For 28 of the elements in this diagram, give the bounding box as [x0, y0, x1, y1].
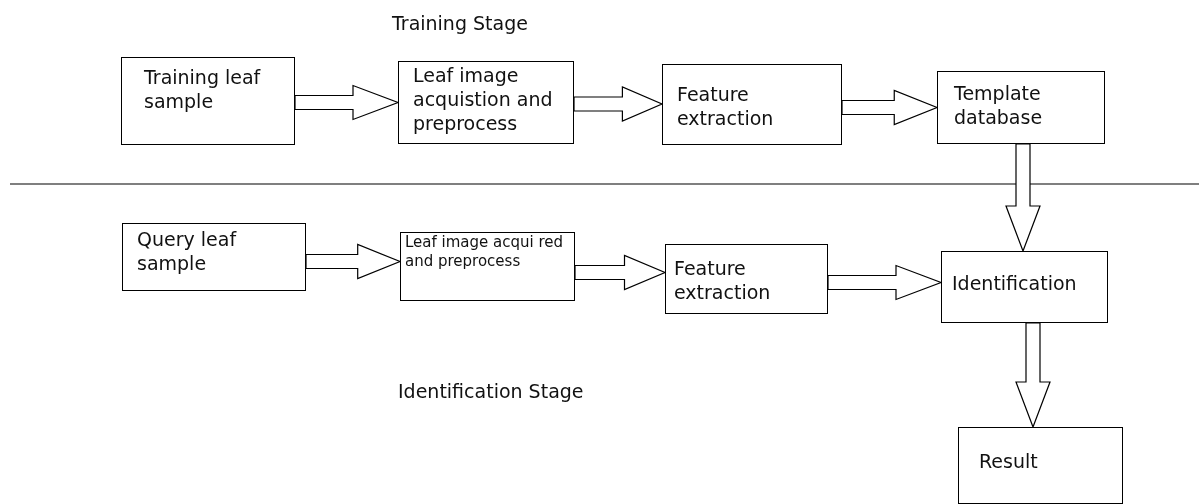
- process-box: [121, 57, 295, 145]
- block-arrow: [1005, 143, 1041, 253]
- process-box: [398, 61, 574, 144]
- block-arrow: [294, 84, 400, 121]
- process-box: [122, 223, 306, 291]
- box-text: Feature extraction: [677, 83, 775, 131]
- block-arrow: [841, 89, 939, 126]
- process-box: [400, 232, 575, 301]
- box-text: Leaf image acquistion and preprocess: [413, 64, 554, 136]
- block-arrow: [574, 254, 667, 291]
- box-text: Training leaf sample: [144, 66, 262, 114]
- process-box: [665, 244, 828, 314]
- block-arrow: [827, 264, 943, 301]
- process-box: [662, 64, 842, 145]
- box-text: Identification: [952, 272, 1078, 296]
- box-text: Query leaf sample: [137, 228, 238, 276]
- box-text: Leaf image acqui red and preprocess: [405, 233, 565, 271]
- process-box: [937, 71, 1105, 144]
- box-text: Template database: [954, 82, 1044, 130]
- block-arrow: [305, 243, 402, 280]
- stage-label: Identification Stage: [398, 380, 584, 402]
- stage-label: Training Stage: [392, 12, 528, 34]
- process-box: [941, 251, 1108, 323]
- block-arrow: [1015, 322, 1051, 429]
- box-text: Feature extraction: [674, 257, 772, 305]
- block-arrow: [573, 86, 664, 122]
- process-box: [958, 427, 1123, 504]
- box-text: Result: [979, 450, 1039, 474]
